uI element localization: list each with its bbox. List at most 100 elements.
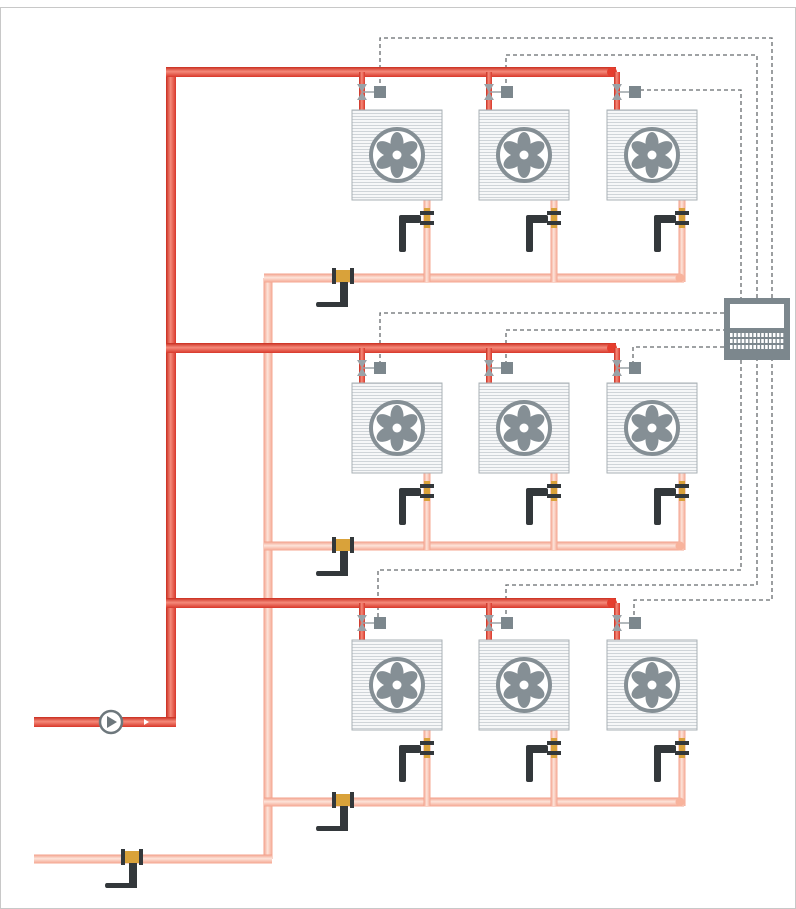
valve-flange-bottom [675, 751, 689, 755]
fan-blade [631, 153, 652, 169]
valve-body-bottom [612, 623, 622, 631]
valve-handle-grip [399, 491, 406, 525]
fan-hub [519, 680, 529, 690]
return-branch-floor-3 [264, 797, 684, 807]
valve-flange-left [332, 268, 336, 284]
valve-flange-bottom [420, 221, 434, 225]
valve-flange-top [547, 484, 561, 488]
controller-key [753, 339, 756, 343]
controller-icon [724, 298, 790, 360]
fan-blade [376, 671, 397, 687]
valve-body [334, 270, 352, 282]
fan-blade [397, 414, 418, 430]
pump-arrow [107, 716, 117, 728]
control-line-f2u2 [505, 329, 724, 365]
valve-body-top [357, 84, 367, 92]
valve-flange-top [675, 484, 689, 488]
zone-valve-icon [612, 360, 641, 376]
valve-flange-top [420, 211, 434, 215]
actuator-icon [629, 362, 641, 374]
valve-flange-bottom [420, 751, 434, 755]
valve-flange-top [547, 211, 561, 215]
flow-arrow-icon [144, 719, 149, 725]
valve-handle-stem [129, 863, 137, 885]
valve-body-top [357, 360, 367, 368]
valve-body [551, 208, 557, 228]
zone-valve-icon [357, 360, 386, 376]
valve-handle-grip [654, 218, 661, 252]
valve-flange-left [332, 792, 336, 808]
valve-body-top [484, 84, 494, 92]
return-connection [678, 200, 686, 282]
fan-hub [647, 150, 657, 160]
supply-branch-floor-1 [166, 67, 616, 77]
controller-key [749, 339, 753, 343]
controller-key [765, 339, 768, 343]
branch-balancing-valve-icon [105, 849, 143, 888]
fan-coil-unit [351, 639, 443, 731]
fan-blade [397, 671, 418, 687]
valve-body [334, 794, 352, 806]
return-connection [678, 473, 686, 550]
controller-key [776, 333, 780, 337]
valve-body-top [484, 360, 494, 368]
actuator-icon [501, 362, 513, 374]
zone-valve-icon [484, 615, 513, 631]
valve-handle-foot [316, 571, 348, 576]
valve-handle-foot [105, 883, 137, 888]
valve-body [679, 481, 685, 501]
valve-body-top [357, 615, 367, 623]
actuator-icon [374, 362, 386, 374]
valve-flange-bottom [547, 751, 561, 755]
fan-blade [524, 414, 545, 430]
actuator-icon [374, 86, 386, 98]
valve-handle-grip [654, 748, 661, 782]
fan-blade [524, 141, 545, 157]
valve-body [679, 208, 685, 228]
fan-hub [647, 680, 657, 690]
fan-blade [652, 141, 673, 157]
fan-hub [647, 423, 657, 433]
return-branch-end [675, 797, 685, 807]
fan-icon [369, 127, 425, 183]
valve-flange-right [350, 792, 354, 808]
branch-balancing-valve-icon [316, 537, 354, 576]
controller-key [776, 339, 780, 343]
controller-key [772, 333, 776, 337]
valve-handle-grip [526, 218, 533, 252]
valve-body-bottom [357, 623, 367, 631]
valve-body [334, 539, 352, 551]
valve-handle-stem [340, 282, 348, 304]
valve-flange-left [332, 537, 336, 553]
valve-handle-stem [340, 806, 348, 828]
fan-blade [524, 671, 545, 687]
unit-balancing-valve-icon [399, 481, 434, 525]
controller-key [769, 333, 772, 337]
valve-handle-grip [654, 491, 661, 525]
valve-body [424, 738, 430, 758]
control-line-f2u3 [632, 346, 724, 365]
controller-key [733, 339, 737, 343]
valve-handle-foot [316, 826, 348, 831]
valve-body [123, 851, 141, 863]
controller-key [772, 339, 776, 343]
fan-blade [376, 683, 397, 699]
valve-handle-grip [399, 218, 406, 252]
fan-blade [631, 683, 652, 699]
actuator-icon [629, 86, 641, 98]
fan-icon [369, 657, 425, 713]
controller-key [745, 345, 749, 349]
valve-handle-foot [316, 302, 348, 307]
controller-key [780, 339, 784, 343]
actuator-icon [374, 617, 386, 629]
valve-body-top [612, 84, 622, 92]
fan-coil-unit [478, 109, 570, 201]
return-connection [423, 200, 431, 282]
valve-body-bottom [612, 92, 622, 100]
fan-icon [369, 400, 425, 456]
controller-key [780, 333, 784, 337]
return-main [34, 854, 272, 864]
valve-body-bottom [612, 368, 622, 376]
fan-blade [376, 141, 397, 157]
